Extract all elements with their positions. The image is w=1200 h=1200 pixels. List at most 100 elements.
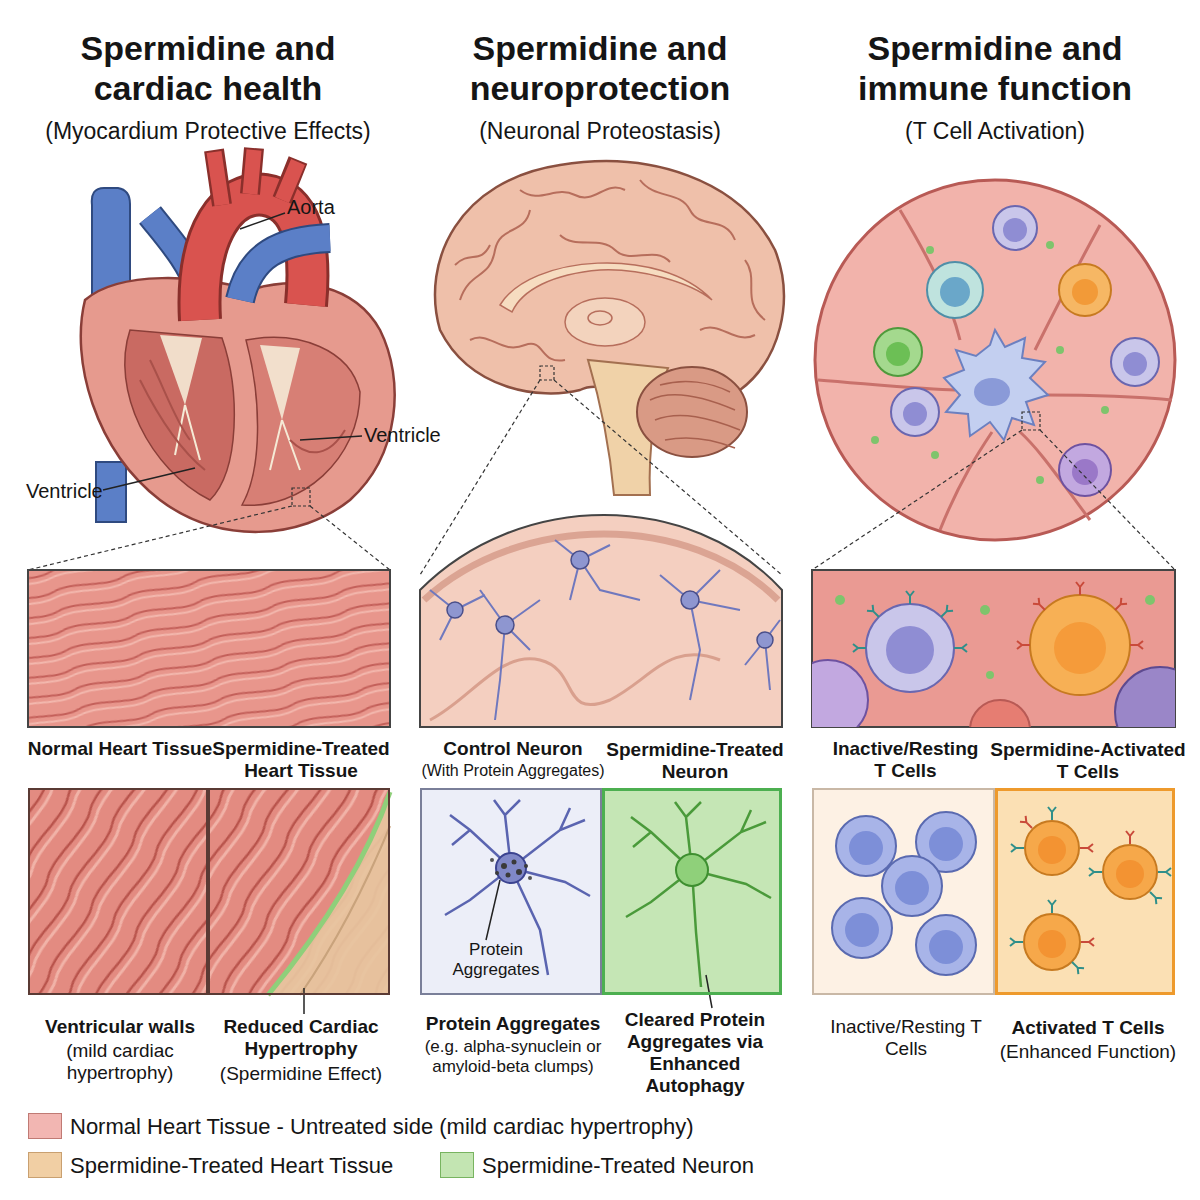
immune-zoom-part-part bbox=[867, 605, 882, 620]
immune-zoom-part-part bbox=[1115, 667, 1175, 727]
immune-zoom-part-part bbox=[1145, 595, 1155, 605]
panel-caption: Cleared Protein Aggregates via Enhanced … bbox=[609, 1009, 781, 1097]
t-cell-comparison-part bbox=[812, 788, 995, 995]
heart-tissue-comparison-part bbox=[208, 788, 390, 995]
lymph-node-illustration-part bbox=[940, 277, 970, 307]
t-cell-comparison-part bbox=[929, 930, 963, 964]
neuron-comparison-part bbox=[420, 788, 602, 995]
t-cell-comparison-part bbox=[1010, 938, 1023, 946]
column-subtitle: (Neuronal Proteostasis) bbox=[400, 117, 800, 145]
t-cell-comparison-part bbox=[1116, 860, 1144, 888]
heart-tissue-comparison-part bbox=[303, 988, 305, 1014]
t-cell-comparison-part bbox=[1069, 959, 1084, 974]
panel-caption: Inactive/Resting T Cells bbox=[826, 1016, 986, 1060]
panel-caption: Ventricular walls bbox=[20, 1016, 220, 1038]
immune-zoom-part-part bbox=[853, 644, 866, 652]
cortex-zoom-part bbox=[447, 602, 463, 618]
t-cell-comparison-part bbox=[1025, 821, 1079, 875]
panel-caption: Activated T Cells bbox=[988, 1017, 1188, 1039]
t-cell-comparison-part bbox=[1011, 844, 1024, 852]
lymph-node-illustration-part bbox=[891, 388, 939, 436]
lymph-node-illustration-part bbox=[1003, 218, 1027, 242]
cortex-zoom-part bbox=[496, 616, 514, 634]
brain-illustration bbox=[420, 161, 784, 575]
heart-tissue-comparison-part bbox=[268, 792, 390, 995]
t-cell-comparison-part bbox=[845, 913, 879, 947]
immune-zoom-part-part bbox=[1033, 598, 1048, 613]
immune-zoom-part-part bbox=[1112, 598, 1127, 613]
lymph-node-illustration-part bbox=[1072, 459, 1098, 485]
heart-illustration-part bbox=[214, 148, 298, 205]
cortex-zoom-part bbox=[430, 655, 720, 720]
t-cell-comparison-part bbox=[1089, 868, 1102, 876]
lymph-node-illustration-part bbox=[812, 430, 1175, 570]
part-label: Aorta bbox=[287, 195, 397, 219]
legend-entry: Normal Heart Tissue - Untreated side (mi… bbox=[28, 1113, 29, 1114]
neuron-comparison-part bbox=[516, 869, 522, 875]
neuron-comparison-part bbox=[495, 871, 499, 875]
lymph-node-illustration-part bbox=[931, 451, 939, 459]
lymph-node-illustration-part bbox=[815, 180, 1175, 540]
t-cell-comparison-part bbox=[1038, 930, 1066, 958]
immune-zoom-part-part bbox=[866, 604, 954, 692]
heart-illustration-part bbox=[240, 238, 330, 300]
column-title: Spermidine and neuroprotection bbox=[430, 28, 770, 108]
panel-caption: (Spermidine Effect) bbox=[200, 1063, 402, 1085]
cortex-zoom bbox=[420, 515, 782, 727]
cortex-zoom-part bbox=[571, 551, 589, 569]
neuron-comparison-part bbox=[524, 864, 528, 868]
legend-text: Normal Heart Tissue - Untreated side (mi… bbox=[70, 1114, 694, 1140]
t-cell-panel: Inactive/Resting T CellsInactive/Resting… bbox=[812, 788, 995, 995]
t-cell-comparison-part bbox=[995, 788, 1175, 995]
heart-tissue-comparison-part bbox=[268, 792, 390, 995]
immune-zoom-part-part bbox=[886, 626, 934, 674]
panel-caption: (e.g. alpha-synuclein or amyloid-beta cl… bbox=[404, 1037, 622, 1077]
lymph-node-illustration-part bbox=[1022, 412, 1040, 430]
lymph-node-illustration-part bbox=[818, 210, 1172, 530]
heart-illustration-part bbox=[81, 278, 395, 532]
t-cell-comparison bbox=[812, 788, 1175, 995]
immune-zoom-part bbox=[812, 582, 1175, 727]
lymph-node-illustration-part bbox=[1059, 264, 1111, 316]
neuron-comparison-part-part bbox=[626, 802, 771, 987]
lymph-node-illustration-part bbox=[1111, 338, 1159, 386]
t-cell-comparison-part bbox=[882, 856, 942, 916]
brain-illustration-part bbox=[637, 367, 747, 457]
lymph-node-illustration-part bbox=[1072, 279, 1098, 305]
neuron-comparison-part-part bbox=[676, 854, 708, 886]
panel-heading: Normal Heart Tissue bbox=[20, 738, 220, 760]
brain-illustration-part bbox=[588, 311, 612, 325]
cortex-zoom-part bbox=[420, 515, 782, 727]
brain-illustration-part bbox=[455, 180, 765, 361]
neuron-comparison-part bbox=[490, 858, 494, 862]
t-cell-comparison-part bbox=[1126, 831, 1134, 844]
panel-caption: (Enhanced Function) bbox=[988, 1041, 1188, 1063]
t-cell-comparison-part bbox=[895, 871, 929, 905]
lymph-node-illustration-part bbox=[1056, 346, 1064, 354]
panel-caption: Protein Aggregates bbox=[440, 940, 552, 980]
t-cell-comparison-part bbox=[1080, 844, 1093, 852]
t-cell-comparison-part bbox=[1103, 845, 1157, 899]
heart-tissue-comparison bbox=[28, 788, 390, 1014]
t-cell-comparison-part bbox=[836, 816, 896, 876]
t-cell-comparison-part bbox=[1048, 900, 1056, 913]
heart-muscle-zoom bbox=[28, 570, 390, 727]
immune-zoom-part-part bbox=[980, 605, 990, 615]
panel-heading: Inactive/Resting T Cells bbox=[825, 738, 986, 782]
immune-zoom-part-part bbox=[1130, 641, 1143, 649]
t-cell-comparison-part bbox=[1024, 914, 1080, 970]
t-cell-comparison-part bbox=[1038, 836, 1066, 864]
heart-illustration-part bbox=[240, 213, 285, 229]
lymph-node-illustration-part bbox=[1046, 241, 1054, 249]
t-cell-comparison-part bbox=[1048, 807, 1056, 820]
immune-zoom-part-part bbox=[1030, 595, 1130, 695]
neuron-comparison-part bbox=[706, 975, 712, 1008]
heart-illustration-part bbox=[103, 468, 195, 490]
t-cell-comparison-part bbox=[916, 915, 976, 975]
panel-caption: Protein Aggregates bbox=[412, 1013, 614, 1035]
panel-heading: Control Neuron bbox=[412, 738, 614, 760]
lymph-node-illustration-part bbox=[926, 246, 934, 254]
heart-illustration-part bbox=[300, 436, 362, 440]
immune-zoom-part-part bbox=[1017, 641, 1030, 649]
